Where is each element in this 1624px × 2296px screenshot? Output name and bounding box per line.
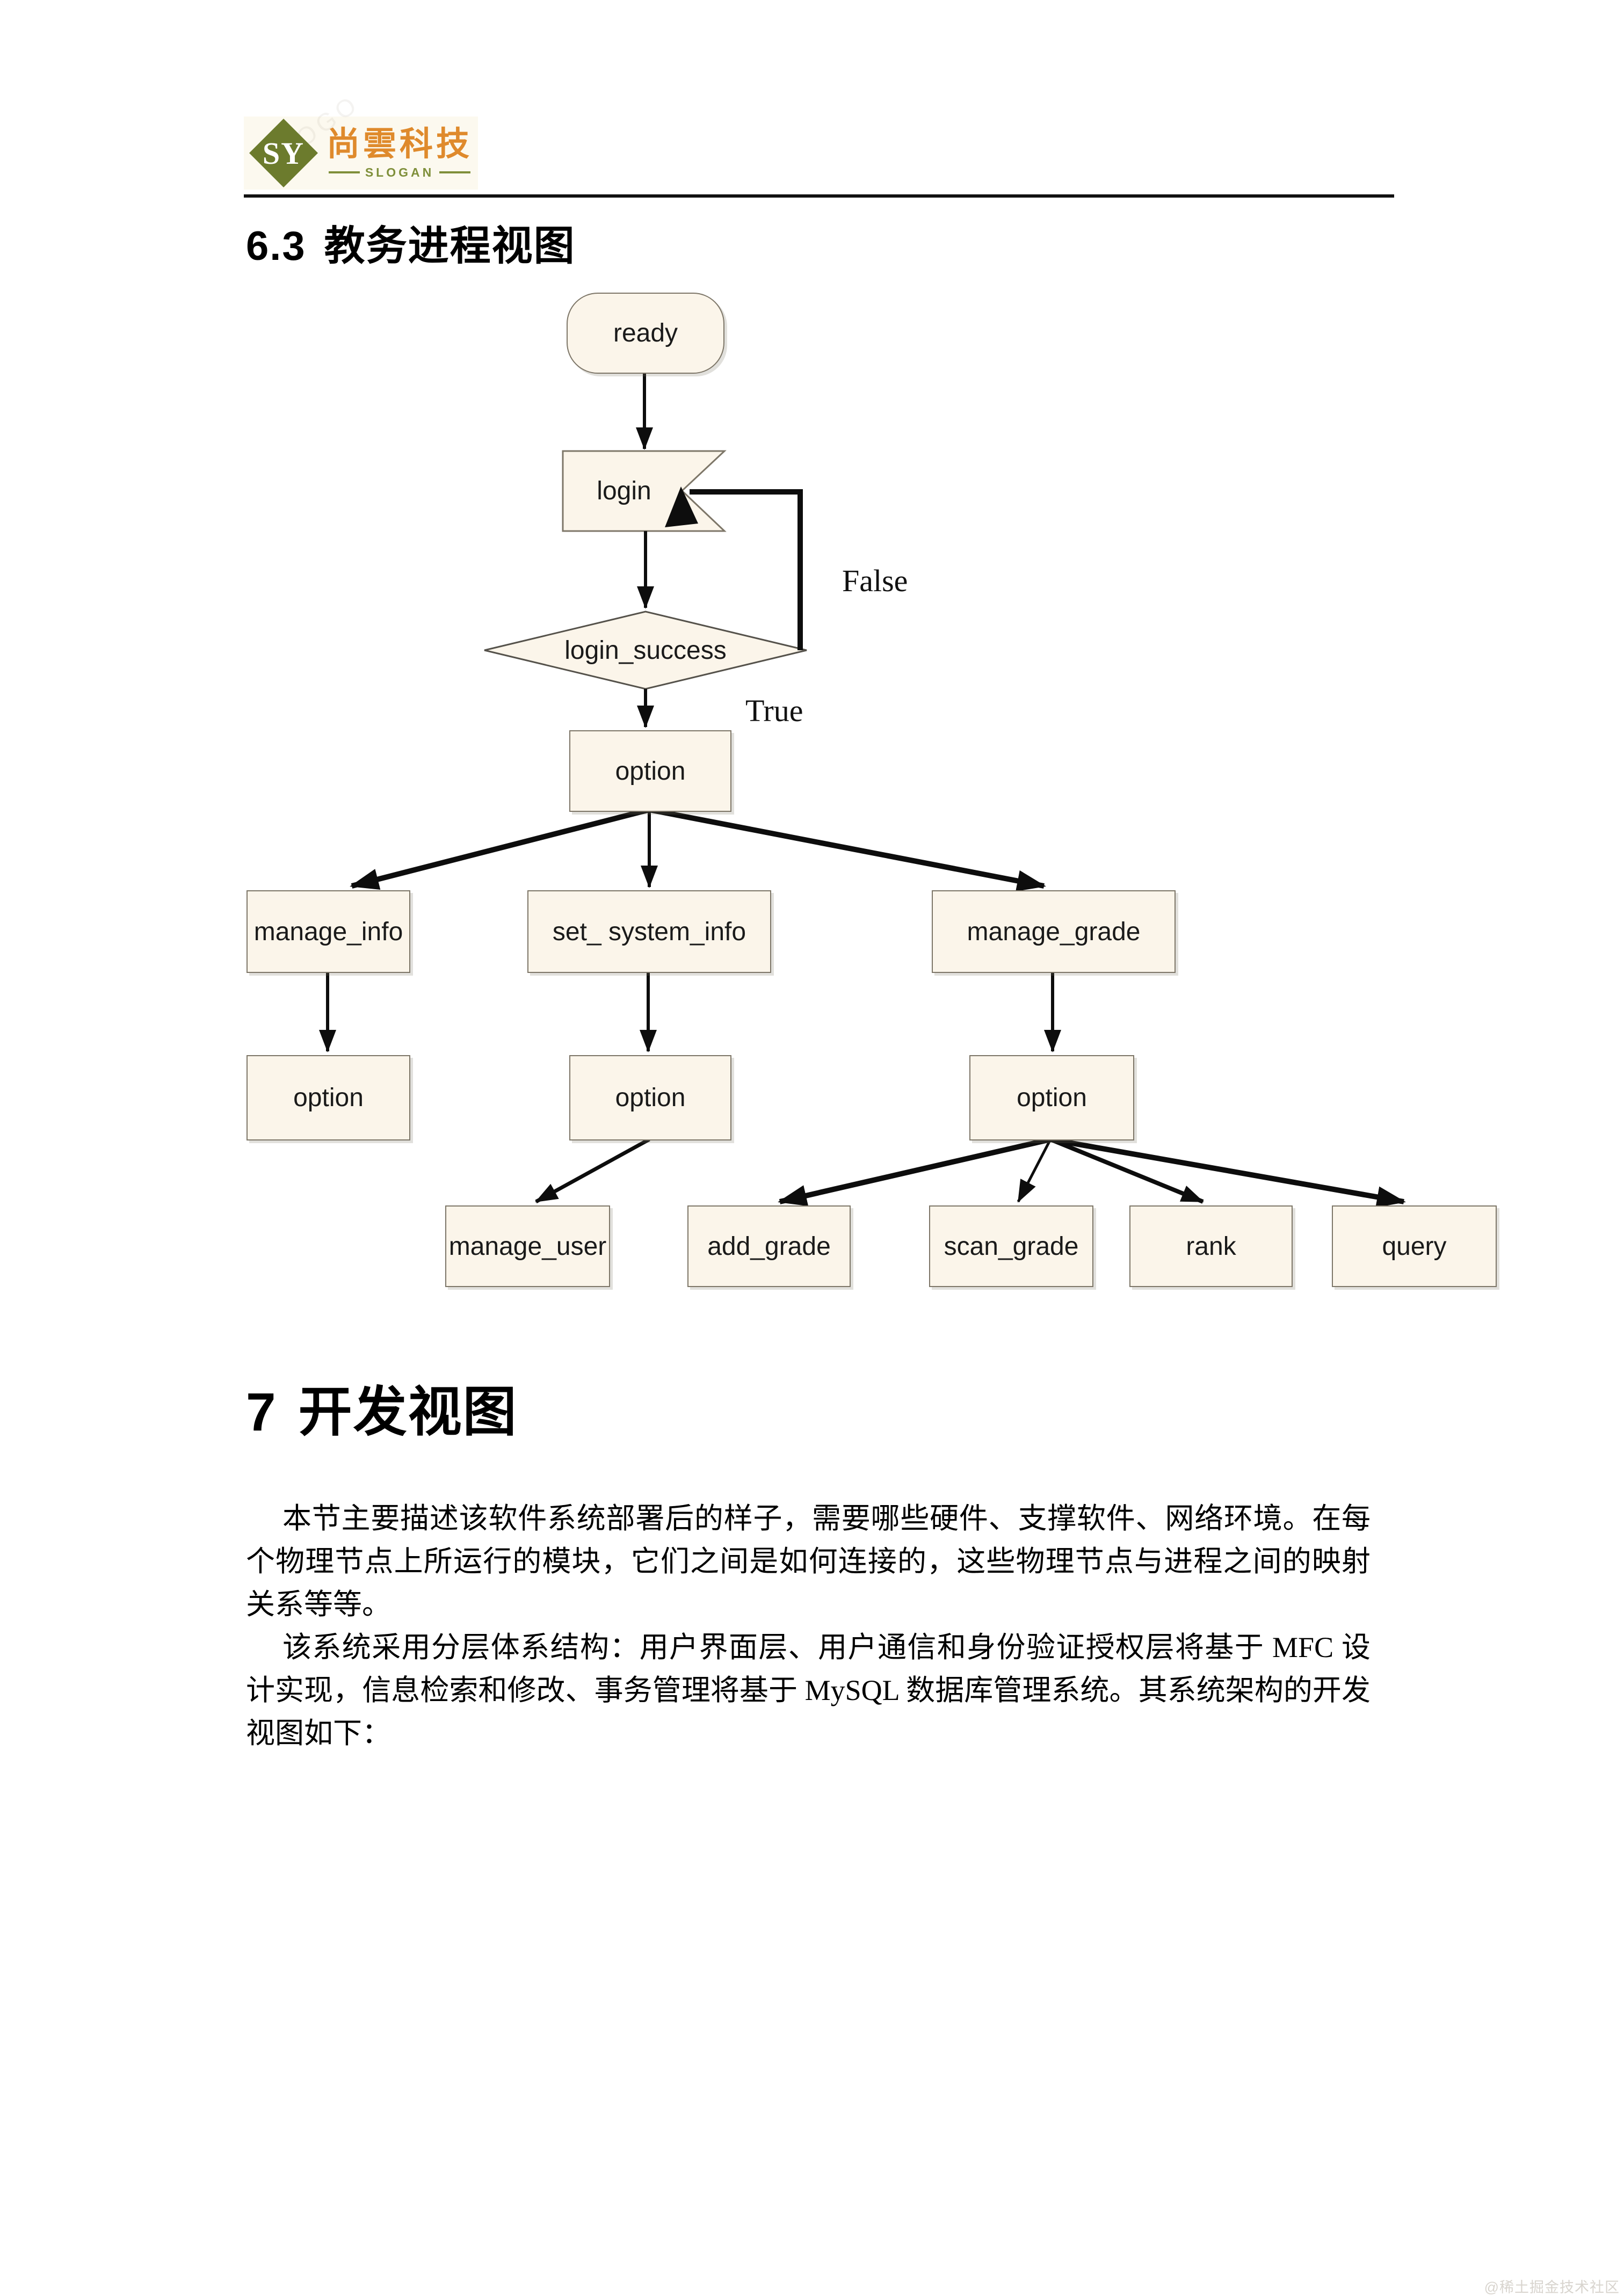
- flow-node-login: login: [597, 477, 651, 505]
- edge-label-true: True: [745, 693, 803, 728]
- logo-diamond-icon: SY: [248, 118, 319, 188]
- section-title: 开发视图: [298, 1382, 518, 1442]
- flow-node-set-system-info: set_ system_info: [527, 890, 771, 973]
- section-number: 6.3: [246, 223, 306, 269]
- paragraph-2: 该系统采用分层体系结构：用户界面层、用户通信和身份验证授权层将基于 MFC 设计…: [246, 1631, 1371, 1749]
- company-name: 尚雲科技: [327, 126, 473, 163]
- header-divider: [244, 194, 1394, 198]
- logo-slogan-row: SLOGAN: [328, 165, 471, 180]
- section-number: 7: [246, 1382, 277, 1442]
- flow-node-option-main: option: [569, 730, 731, 812]
- flow-node-rank: rank: [1129, 1205, 1293, 1287]
- slogan-right-rule: [439, 171, 471, 174]
- flow-node-manage-info: manage_info: [247, 890, 410, 973]
- logo-text-block: 尚雲科技 SLOGAN: [327, 126, 473, 179]
- edge-label-false: False: [842, 563, 908, 598]
- flow-node-ready: ready: [567, 293, 724, 374]
- body-text: 本节主要描述该软件系统部署后的样子，需要哪些硬件、支撑软件、网络环境。在每个物理…: [246, 1497, 1371, 1755]
- flow-node-query: query: [1332, 1205, 1497, 1287]
- flow-node-manage-user: manage_user: [445, 1205, 610, 1287]
- flow-node-option-left: option: [247, 1055, 410, 1140]
- flow-node-scan-grade: scan_grade: [929, 1205, 1093, 1287]
- slogan-left-rule: [328, 171, 360, 174]
- section-heading-6-3: 6.3 教务进程视图: [246, 213, 576, 272]
- logo-slogan: SLOGAN: [365, 165, 434, 179]
- flow-node-option-mid: option: [569, 1055, 731, 1140]
- logo-monogram: SY: [262, 135, 305, 171]
- flow-node-login-success: login_success: [564, 636, 727, 665]
- paragraph-1: 本节主要描述该软件系统部署后的样子，需要哪些硬件、支撑软件、网络环境。在每个物理…: [246, 1502, 1371, 1621]
- section-title: 教务进程视图: [324, 223, 576, 269]
- company-logo: LOGO SY 尚雲科技 SLOGAN: [244, 89, 478, 190]
- flow-node-add-grade: add_grade: [687, 1205, 851, 1287]
- section-heading-7: 7 开发视图: [246, 1368, 518, 1446]
- page-watermark: @稀土掘金技术社区: [1484, 2279, 1620, 2295]
- flow-node-option-right: option: [969, 1055, 1134, 1140]
- flow-node-manage-grade: manage_grade: [932, 890, 1176, 973]
